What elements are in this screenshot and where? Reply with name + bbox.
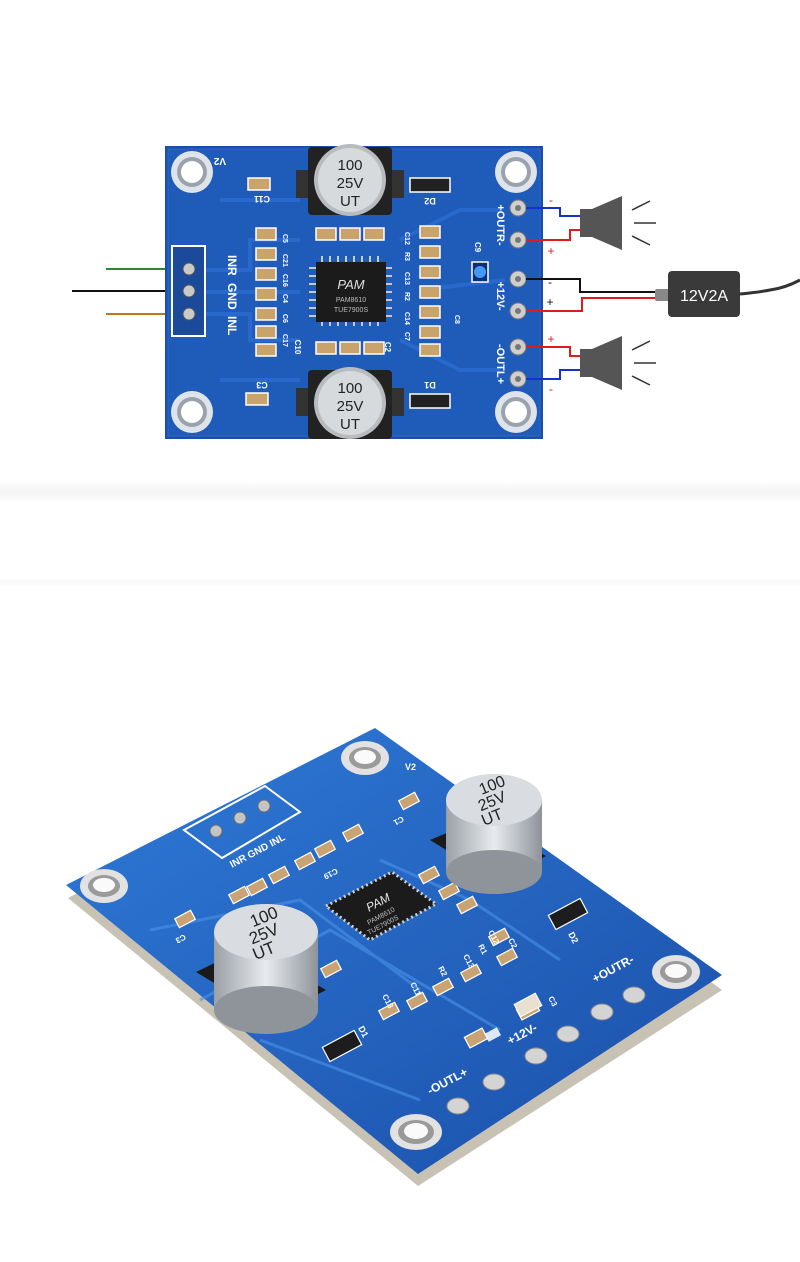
outl-label: -OUTL+ [494,344,506,384]
svg-text:UT: UT [340,416,360,433]
svg-text:C3: C3 [546,995,559,1009]
mounting-hole [495,391,537,433]
mounting-hole [390,1114,442,1150]
amplifier-chip-photo: PAM PAM8610 TUE7900S [323,870,439,942]
output-terminals [509,199,527,388]
separator-area [0,470,800,700]
electrolytic-capacitor-photo-left: 100 25V UT [196,903,326,1034]
gnd-pin [182,284,196,298]
svg-text:C13: C13 [403,272,410,285]
svg-text:+: + [547,244,554,258]
svg-text:PAM8610: PAM8610 [336,297,366,304]
input-header-photo [182,784,302,860]
svg-text:-: - [548,275,552,289]
svg-text:C16: C16 [281,274,288,287]
svg-text:UT: UT [340,193,360,210]
smd-components [245,177,441,406]
svg-text:C12: C12 [403,232,410,245]
svg-text:R2: R2 [403,292,410,301]
power-led-photo [513,992,543,1018]
svg-text:C3: C3 [174,932,188,945]
svg-text:C4: C4 [281,294,288,303]
svg-text:C3: C3 [256,380,268,390]
svg-text:C10: C10 [293,340,302,355]
mounting-hole [652,955,700,989]
svg-text:-: - [549,193,553,207]
outr-label: +OUTR- [494,204,506,246]
mounting-hole [171,151,213,193]
speaker-icon-left [580,336,656,390]
inr-label: INR [225,255,239,276]
wiring-diagram: V2 INR GND INL 100 25V UT [0,0,800,470]
amplifier-chip: PAM PAM8610 TUE7900S [309,256,392,326]
svg-text:D1: D1 [424,380,436,390]
terminal-pads [446,986,646,1115]
inr-pin [182,262,196,276]
mounting-hole [80,869,128,903]
power-adapter-label: 12V2A [680,288,728,305]
speaker-icon-right [580,196,656,250]
svg-text:+: + [546,295,553,309]
svg-text:C17: C17 [281,334,288,347]
svg-text:C1: C1 [392,814,406,827]
svg-text:C21: C21 [281,254,288,267]
inl-pin [182,307,196,321]
svg-text:C2: C2 [506,937,519,951]
inl-label: INL [225,316,239,335]
svg-text:C9: C9 [473,242,482,253]
svg-text:C14: C14 [403,312,410,325]
svg-text:25V: 25V [337,175,364,192]
pcb-board: V2 INR GND INL 100 25V UT [165,144,543,439]
svg-text:-: - [549,382,553,396]
svg-text:C8: C8 [453,315,460,324]
svg-text:D1: D1 [356,1024,370,1039]
svg-text:D2: D2 [566,930,580,945]
svg-text:TUE7900S: TUE7900S [334,307,369,314]
svg-text:R1: R1 [476,943,489,957]
svg-text:C11: C11 [254,194,270,204]
svg-text:R3: R3 [403,252,410,261]
svg-text:25V: 25V [337,398,364,415]
diodes [409,177,451,409]
svg-text:100: 100 [337,380,362,397]
electrolytic-capacitor-top: 100 25V UT [296,144,404,216]
svg-text:C5: C5 [281,234,288,243]
svg-text:R2: R2 [436,965,449,979]
mounting-hole [171,391,213,433]
svg-text:C2: C2 [383,342,392,353]
power-label: +12V- [494,281,506,310]
right-speaker-wiring [526,207,660,380]
svg-text:PAM: PAM [337,277,364,292]
power-adapter: 12V2A [655,271,800,317]
mounting-hole [341,741,389,775]
svg-text:C7: C7 [403,332,410,341]
gnd-label: GND [225,283,239,310]
mounting-hole [495,151,537,193]
svg-text:D2: D2 [424,196,436,206]
electrolytic-capacitor-photo-right: 100 25V UT [430,773,546,894]
board-version-label: V2 [213,155,226,166]
electrolytic-capacitor-bottom: 100 25V UT [296,367,404,439]
svg-text:C6: C6 [281,314,288,323]
pcb-board-photo [66,728,722,1174]
product-photo: V2 INR GND INL D2 D1 C1 C3 C2 R2 C13 C [0,700,800,1257]
svg-text:UT: UT [479,806,505,830]
svg-text:100: 100 [337,157,362,174]
svg-text:+: + [547,332,554,346]
svg-text:V2: V2 [405,762,416,772]
